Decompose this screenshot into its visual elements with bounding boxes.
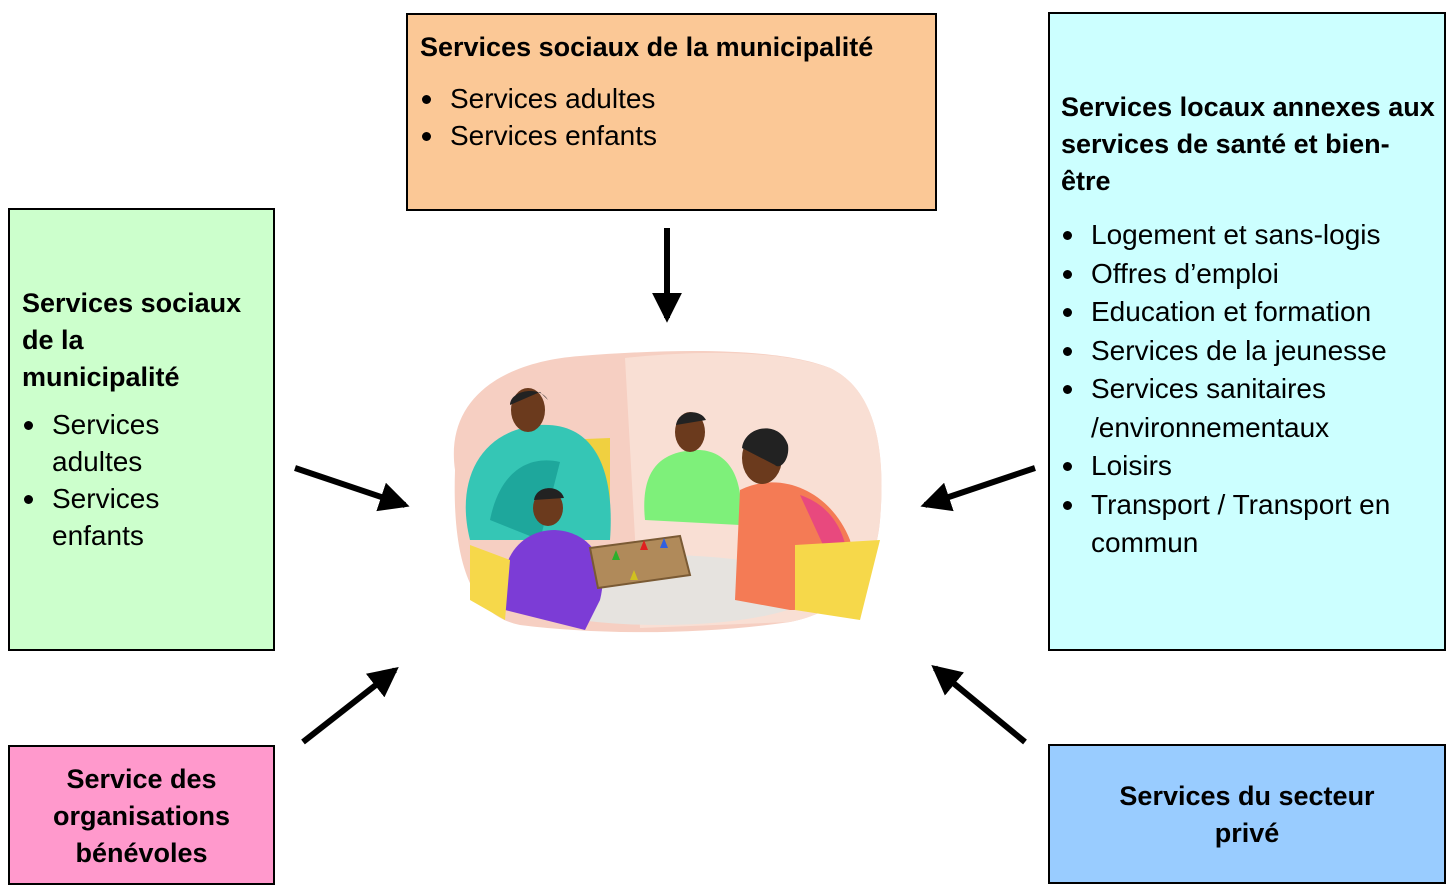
service-list: Services adultes Services enfants xyxy=(420,80,923,154)
list-item: Transport / Transport en commun xyxy=(1061,486,1441,563)
list-item: Services adultes xyxy=(420,80,923,117)
box-title: Service des organisations bénévoles xyxy=(52,764,231,868)
box-title: Services sociaux de la municipalité xyxy=(420,32,874,62)
arrow-from-bottom-left xyxy=(301,667,399,745)
arrow-from-right xyxy=(920,465,1036,512)
arrow-from-bottom-right xyxy=(931,664,1027,745)
list-item: Services de la jeunesse xyxy=(1061,332,1436,371)
box-title: Services locaux annexes aux services de … xyxy=(1061,92,1435,196)
list-item: Logement et sans-logis xyxy=(1061,216,1436,255)
box-private-sector-services: Services du secteur privé xyxy=(1048,744,1446,884)
box-local-health-welfare-services: Services locaux annexes aux services de … xyxy=(1048,12,1446,651)
people-playing-board-game-icon xyxy=(453,351,882,633)
service-list: Services adultes Services enfants xyxy=(22,406,162,554)
list-item: Offres d’emploi xyxy=(1061,255,1436,294)
list-item: Services enfants xyxy=(22,480,162,554)
list-item: Services sanitaires /environnementaux xyxy=(1061,370,1361,447)
list-item: Services adultes xyxy=(22,406,162,480)
arrow-from-left xyxy=(294,465,410,512)
box-volunteer-organisations: Service des organisations bénévoles xyxy=(8,745,275,885)
list-item: Services enfants xyxy=(420,117,923,154)
service-list: Logement et sans-logis Offres d’emploi E… xyxy=(1061,216,1436,563)
box-municipal-social-services-left: Services sociaux de la municipalité Serv… xyxy=(8,208,275,651)
box-title: Services sociaux de la municipalité xyxy=(22,288,242,392)
list-item: Education et formation xyxy=(1061,293,1436,332)
list-item: Loisirs xyxy=(1061,447,1436,486)
box-title: Services du secteur privé xyxy=(1119,781,1375,848)
box-municipal-social-services-top: Services sociaux de la municipalité Serv… xyxy=(406,13,937,211)
